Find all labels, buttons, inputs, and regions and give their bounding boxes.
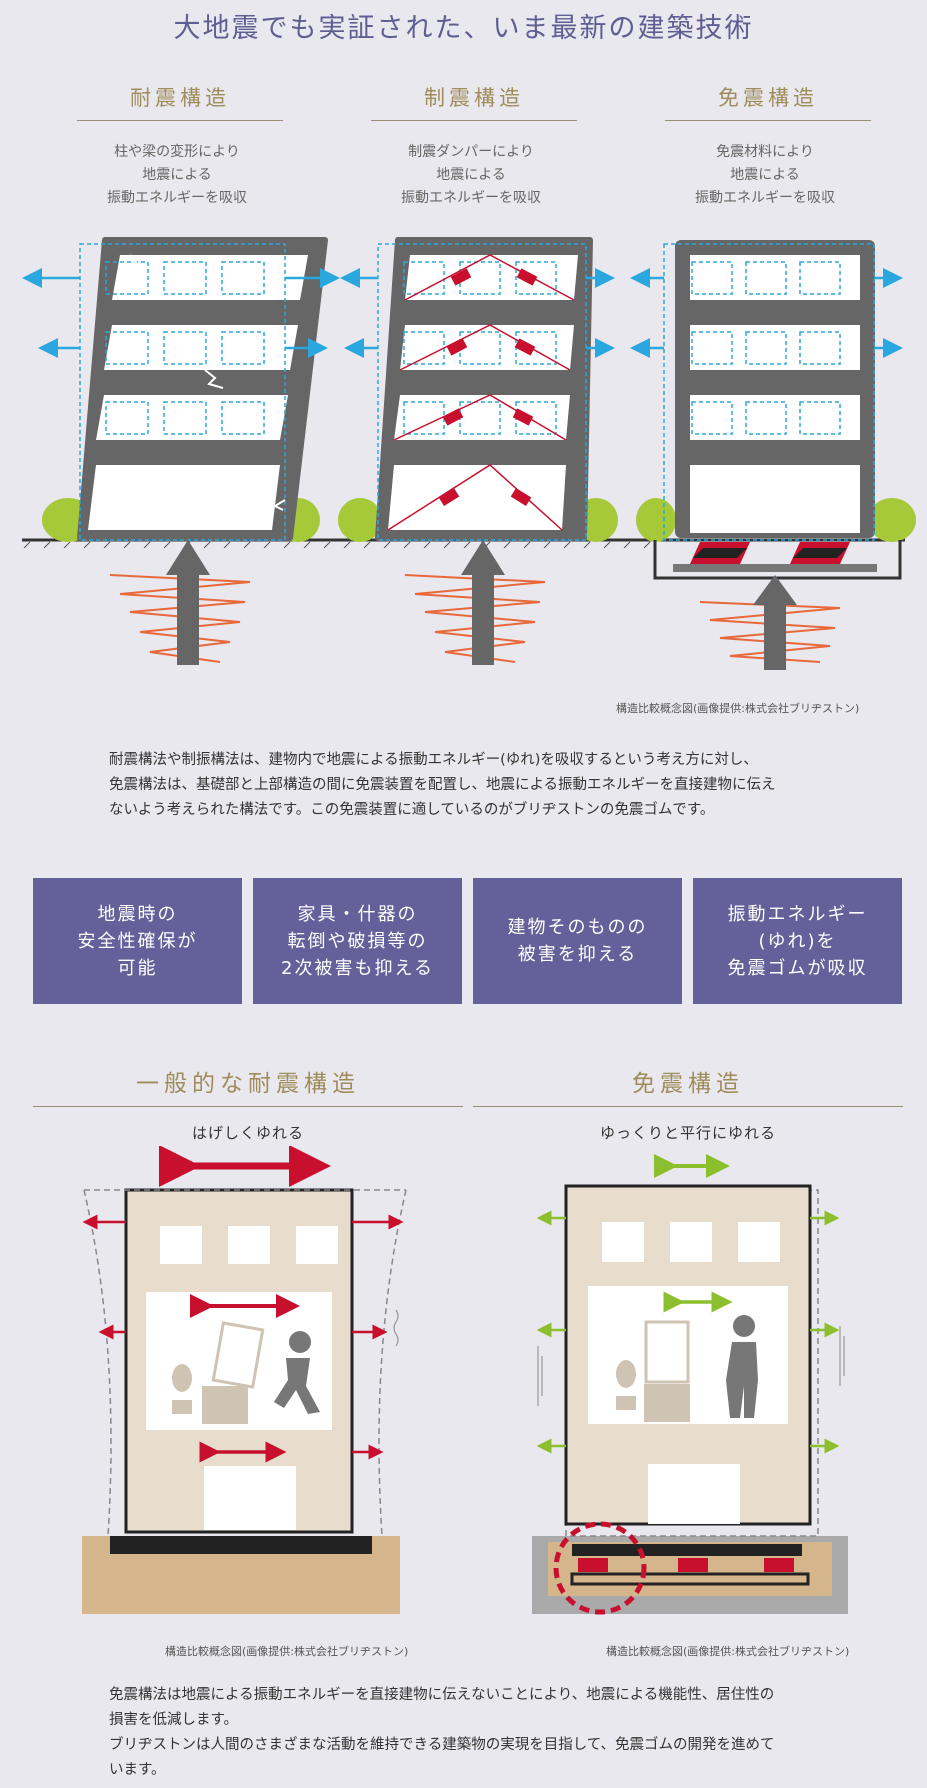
structure-desc-seishin: 制震ダンパーにより地震による振動エネルギーを吸収 <box>401 144 541 206</box>
structure-comparison-diagram <box>22 237 916 670</box>
page-title: 大地震でも実証された、いま最新の建築技術 <box>173 13 754 44</box>
credit-right: 構造比較概念図(画像提供:株式会社ブリヂストン) <box>606 1645 850 1658</box>
closing-paragraph: 免震構法は地震による振動エネルギーを直接建物に伝えないことにより、地震による機能… <box>109 1687 775 1778</box>
structure-title-taishin: 耐震構造 <box>130 86 230 110</box>
benefit-box-furniture: 家具・什器の 転倒や破損等の 2次被害も抑える <box>253 878 462 1004</box>
divider <box>665 120 871 121</box>
divider <box>473 1106 903 1107</box>
benefit-box-safety: 地震時の 安全性確保が 可能 <box>33 878 242 1004</box>
structure-title-menshin: 免震構造 <box>718 86 818 110</box>
conventional-building-diagram <box>82 1146 407 1614</box>
comparison-title-right: 免震構造 <box>632 1071 744 1097</box>
intro-paragraph: 耐震構法や制振構法は、建物内で地震による振動エネルギー(ゆれ)を吸収するという考… <box>109 752 776 818</box>
structure-desc-taishin: 柱や梁の変形により地震による振動エネルギーを吸収 <box>107 144 247 206</box>
divider <box>77 120 283 121</box>
divider <box>371 120 577 121</box>
divider <box>33 1106 463 1107</box>
structure-desc-menshin: 免震材料により地震による振動エネルギーを吸収 <box>695 144 835 206</box>
caption-left: はげしくゆれる <box>191 1124 304 1142</box>
menshin-building <box>630 240 916 580</box>
taishin-building <box>22 237 340 542</box>
comparison-title-left: 一般的な耐震構造 <box>136 1071 360 1097</box>
caption-right: ゆっくりと平行にゆれる <box>599 1124 776 1142</box>
benefit-box-building: 建物そのものの 被害を抑える <box>473 878 682 1004</box>
credit-left: 構造比較概念図(画像提供:株式会社ブリヂストン) <box>165 1645 409 1658</box>
credit-top: 構造比較概念図(画像提供:株式会社ブリヂストン) <box>616 702 860 715</box>
benefit-box-energy: 振動エネルギー (ゆれ)を 免震ゴムが吸収 <box>693 878 902 1004</box>
seishin-building <box>338 237 618 542</box>
structure-title-seishin: 制震構造 <box>424 86 524 110</box>
isolated-building-diagram <box>532 1154 848 1615</box>
